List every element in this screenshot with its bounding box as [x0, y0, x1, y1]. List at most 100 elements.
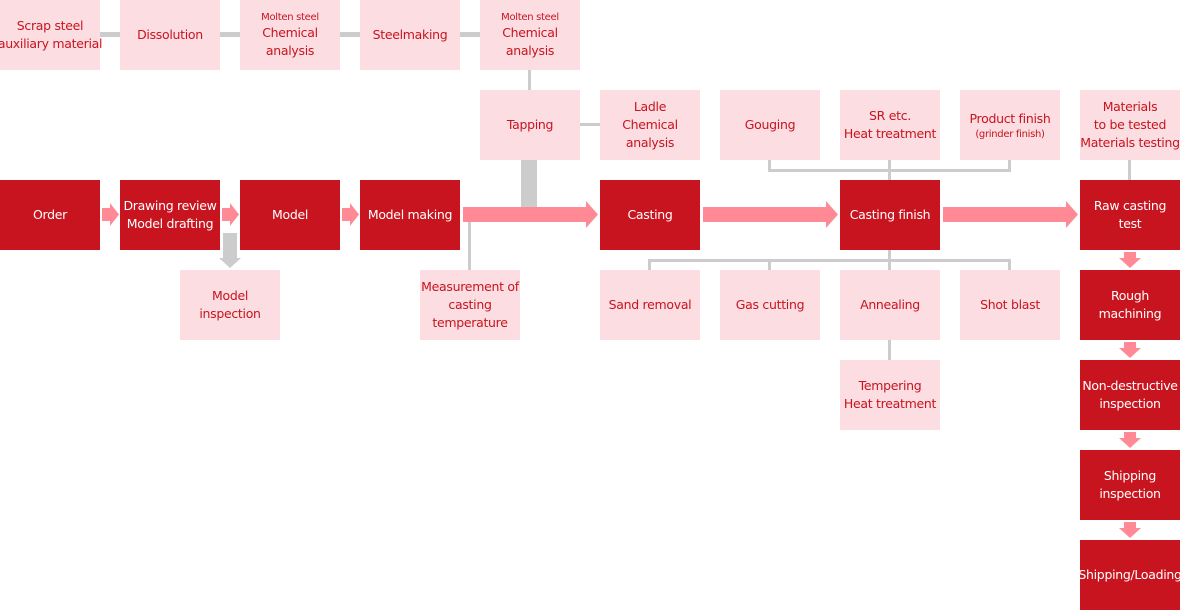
- step-model-making: Model making: [360, 180, 460, 250]
- step-tempering-line1: Tempering: [858, 378, 922, 393]
- step-molten-analysis-2-line2: analysis: [505, 42, 555, 58]
- step-sr-heat-treatment: SR etc. Heat treatment: [840, 90, 940, 160]
- connector-materials-drop: [1128, 160, 1131, 180]
- step-drawing-review: Drawing review Model drafting: [120, 180, 220, 250]
- step-materials-line2: to be tested: [1093, 117, 1167, 132]
- step-tempering: Tempering Heat treatment: [840, 360, 940, 430]
- arrow-drawing-model: [222, 203, 239, 226]
- step-molten-analysis-2: Molten steel Chemical analysis: [480, 0, 580, 70]
- step-materials-testing: Materials to be tested Materials testing: [1080, 90, 1180, 160]
- step-shipping-loading: Shipping/Loading: [1078, 540, 1180, 610]
- step-ndt-line2: inspection: [1099, 396, 1161, 411]
- step-measurement-line2: casting: [448, 297, 492, 312]
- connector-annealing-tempering: [888, 340, 891, 360]
- step-sr-heat-line1: SR etc.: [869, 108, 911, 123]
- step-casting-finish: Casting finish: [840, 180, 940, 250]
- connector-analysis-steelmaking: [340, 32, 360, 37]
- arrow-drawing-to-inspection: [219, 233, 241, 268]
- step-steelmaking-label: Steelmaking: [372, 27, 448, 42]
- step-tempering-line2: Heat treatment: [843, 396, 937, 411]
- step-annealing-label: Annealing: [860, 297, 920, 312]
- step-ladle-analysis-line3: analysis: [625, 135, 675, 150]
- connector-product-drop: [1008, 160, 1011, 172]
- step-tapping: Tapping: [480, 90, 580, 160]
- step-scrap-steel-line1: Scrap steel: [16, 18, 84, 33]
- step-casting: Casting: [600, 180, 700, 250]
- step-raw-casting-line2: test: [1118, 216, 1142, 231]
- connector-finish-bracket-top: [768, 169, 1011, 172]
- step-gas-cutting: Gas cutting: [720, 270, 820, 340]
- step-gas-cutting-label: Gas cutting: [735, 297, 805, 312]
- step-molten-analysis-1-line2: analysis: [265, 42, 315, 58]
- connector-tapping-ladle: [580, 123, 600, 126]
- step-model-label: Model: [271, 207, 309, 222]
- step-ndt-line1: Non-destructive: [1082, 378, 1178, 393]
- pink-flow-arrows: [102, 201, 1141, 538]
- step-model-making-label: Model making: [367, 207, 453, 222]
- arrow-finish-rawtest: [943, 201, 1078, 228]
- step-measurement-line1: Measurement of: [421, 279, 519, 294]
- step-product-finish: Product finish (grinder finish): [960, 90, 1060, 160]
- connector-finish-down: [888, 250, 891, 262]
- arrow-making-casting: [463, 201, 598, 228]
- step-raw-casting-test: Raw casting test: [1080, 180, 1180, 250]
- step-sand-removal-label: Sand removal: [608, 297, 692, 312]
- connector-gouging-drop: [768, 160, 771, 172]
- step-molten-analysis-1-small: Molten steel: [261, 11, 319, 23]
- step-model-inspection-line2: inspection: [199, 306, 261, 321]
- arrow-order-drawing: [102, 203, 119, 226]
- step-ladle-analysis: Ladle Chemical analysis: [600, 90, 700, 160]
- step-ladle-analysis-line2: Chemical: [622, 117, 678, 132]
- step-measurement-temperature: Measurement of casting temperature: [420, 270, 520, 340]
- step-tapping-label: Tapping: [506, 117, 554, 132]
- step-steelmaking: Steelmaking: [360, 0, 460, 70]
- arrow-shipinsp-loading: [1119, 522, 1141, 538]
- step-order: Order: [0, 180, 100, 250]
- connector-analysis-tapping: [528, 70, 531, 90]
- step-ladle-analysis-line1: Ladle: [633, 99, 667, 114]
- step-product-finish-label: Product finish: [969, 110, 1051, 126]
- arrow-model-making: [342, 203, 359, 226]
- step-gouging: Gouging: [720, 90, 820, 160]
- step-gouging-label: Gouging: [744, 117, 796, 132]
- step-scrap-steel-line2: auxiliary material: [0, 36, 103, 51]
- step-model-inspection-line1: Model: [211, 288, 249, 303]
- arrow-casting-finish: [703, 201, 838, 228]
- step-shipping-loading-label: Shipping/Loading: [1078, 567, 1180, 582]
- step-rough-machining-line2: machining: [1098, 306, 1162, 321]
- step-raw-casting-line1: Raw casting: [1093, 198, 1167, 213]
- step-rough-machining: Rough machining: [1080, 270, 1180, 340]
- arrow-rough-ndt: [1119, 342, 1141, 358]
- step-model-inspection: Model inspection: [180, 270, 280, 340]
- step-dissolution: Dissolution: [120, 0, 220, 70]
- step-casting-label: Casting: [627, 207, 673, 222]
- step-drawing-review-line1: Drawing review: [123, 198, 217, 213]
- connector-tapping-casting-thick: [521, 160, 537, 210]
- connector-shot-drop: [1008, 259, 1011, 270]
- connector-finish-bracket-bottom: [648, 259, 1011, 262]
- connector-measurement-rise: [468, 222, 471, 270]
- step-shot-blast-label: Shot blast: [980, 297, 1040, 312]
- connector-scrap-dissolution: [100, 32, 120, 37]
- step-non-destructive-inspection: Non-destructive inspection: [1080, 360, 1180, 430]
- step-materials-line3: Materials testing: [1080, 135, 1180, 150]
- connector-dissolution-analysis: [220, 32, 240, 37]
- step-materials-line1: Materials: [1102, 99, 1158, 114]
- step-molten-analysis-2-small: Molten steel: [501, 11, 559, 23]
- step-molten-analysis-2-line1: Chemical: [502, 24, 558, 40]
- step-scrap-steel: Scrap steel auxiliary material: [0, 0, 103, 70]
- step-shipping-inspection: Shipping inspection: [1080, 450, 1180, 520]
- step-annealing: Annealing: [840, 270, 940, 340]
- connector-annealing-drop: [888, 259, 891, 270]
- arrow-ndt-shipinsp: [1119, 432, 1141, 448]
- step-shipping-inspection-line2: inspection: [1099, 486, 1161, 501]
- step-drawing-review-line2: Model drafting: [126, 216, 214, 231]
- step-sr-heat-line2: Heat treatment: [843, 126, 937, 141]
- connector-gas-drop: [768, 259, 771, 270]
- step-measurement-line3: temperature: [432, 315, 508, 330]
- connector-steelmaking-analysis: [460, 32, 480, 37]
- step-dissolution-label: Dissolution: [137, 27, 203, 42]
- step-shipping-inspection-line1: Shipping: [1103, 468, 1157, 483]
- step-molten-analysis-1: Molten steel Chemical analysis: [240, 0, 340, 70]
- grey-connector-lines: [100, 32, 1131, 360]
